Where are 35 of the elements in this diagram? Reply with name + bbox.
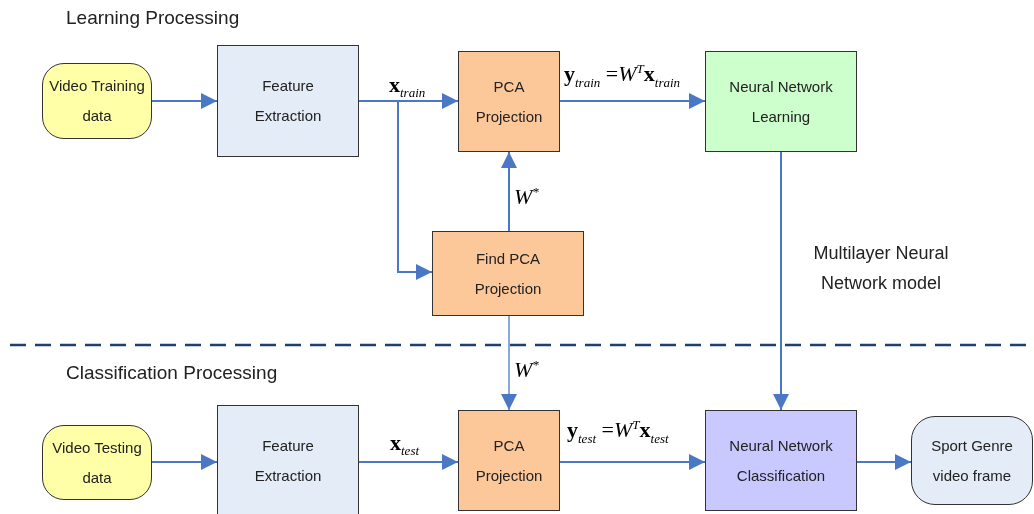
node-text: PCA Projection (474, 76, 544, 127)
arrow (559, 93, 706, 109)
node-text: Feature Extraction (253, 436, 323, 486)
process-box (705, 51, 857, 152)
arrow (358, 454, 459, 470)
data-terminal (42, 63, 152, 139)
arrow (856, 454, 912, 470)
arrow (559, 454, 706, 470)
arrow (151, 454, 218, 470)
arrow (151, 93, 218, 109)
section-title: Classification Processing (66, 362, 278, 384)
node-text: Sport Genre video frame (930, 435, 1014, 486)
node-text: Feature Extraction (253, 76, 323, 126)
process-box (705, 410, 857, 511)
node-text: Neural Network Learning (728, 76, 834, 127)
process-box (458, 410, 560, 511)
node-text: Video Training data (49, 76, 145, 126)
process-box (432, 231, 584, 316)
node-text: Find PCA Projection (473, 248, 543, 299)
arrow (773, 151, 789, 411)
arrow (358, 93, 459, 109)
arrow (501, 315, 517, 411)
process-box (458, 51, 560, 152)
node-text: PCA Projection (474, 435, 544, 486)
data-terminal (42, 425, 152, 500)
output-terminal (911, 416, 1033, 505)
node-text: Neural Network Classification (728, 435, 834, 486)
process-box (217, 45, 359, 157)
formula-label: y$_{train}$ =W$^{T}$x$_{train}$ (563, 62, 682, 89)
node-text: Video Testing data (51, 437, 143, 488)
arrow (397, 100, 433, 280)
process-box (217, 405, 359, 514)
section-title: Learning Processing (66, 7, 240, 29)
arrow (501, 151, 517, 232)
formula-label: y$_{test}$ =W$^{T}$x$_{test}$ (566, 418, 670, 445)
